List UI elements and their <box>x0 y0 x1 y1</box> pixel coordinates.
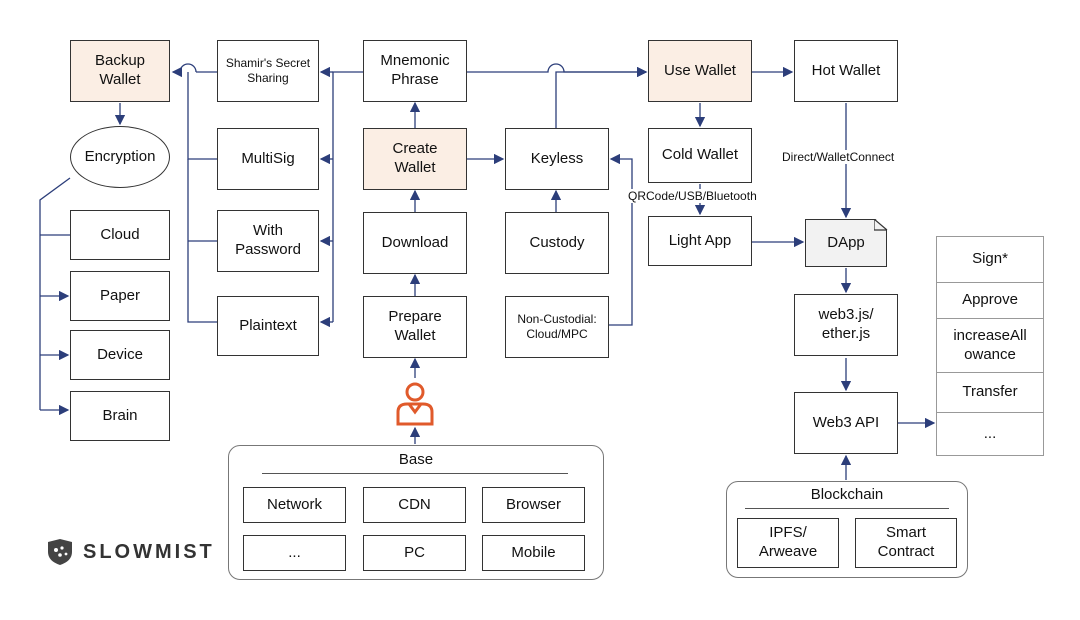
qrcode-edge-label: QRCode/USB/Bluetooth <box>628 189 757 203</box>
backup-wallet-node: Backup Wallet <box>70 40 170 102</box>
slowmist-logo: SLOWMIST <box>45 538 215 566</box>
base-divider <box>262 473 568 474</box>
direct-edge-label: Direct/WalletConnect <box>782 150 895 164</box>
plaintext-node: Plaintext <box>217 296 319 356</box>
mnemonic-node: Mnemonic Phrase <box>363 40 467 102</box>
blockchain-divider <box>745 508 949 509</box>
edge-mnemonic-use <box>467 63 648 78</box>
cloud-node: Cloud <box>70 210 170 260</box>
dapp-node: DApp <box>805 219 887 267</box>
shamir-node: Shamir's Secret Sharing <box>217 40 319 102</box>
base-item-network: Network <box>243 487 346 523</box>
method-transfer: Transfer <box>937 373 1043 413</box>
web3-api-node: Web3 API <box>794 392 898 454</box>
keyless-node: Keyless <box>505 128 609 190</box>
web3js-node: web3.js/ ether.js <box>794 294 898 356</box>
method-approve: Approve <box>937 283 1043 319</box>
device-node: Device <box>70 330 170 380</box>
slowmist-shield-icon <box>48 539 72 565</box>
create-wallet-node: Create Wallet <box>363 128 467 190</box>
with-password-node: With Password <box>217 210 319 272</box>
base-item-more: ... <box>243 535 346 571</box>
blockchain-title: Blockchain <box>810 486 884 503</box>
dapp-fold-icon <box>874 219 888 231</box>
edge-keyless-use <box>555 66 648 128</box>
method-increase-allowance: increaseAll owance <box>937 319 1043 373</box>
method-sign: Sign* <box>937 237 1043 283</box>
brain-node: Brain <box>70 391 170 441</box>
paper-node: Paper <box>70 271 170 321</box>
edge-noncustodial-keyless <box>609 153 633 326</box>
cold-wallet-node: Cold Wallet <box>648 128 752 183</box>
light-app-node: Light App <box>648 216 752 266</box>
user-icon <box>396 382 434 426</box>
multisig-node: MultiSig <box>217 128 319 190</box>
prepare-wallet-node: Prepare Wallet <box>363 296 467 358</box>
edge-plaintext-bus <box>187 159 217 323</box>
base-item-browser: Browser <box>482 487 585 523</box>
methods-stack: Sign* Approve increaseAll owance Transfe… <box>936 236 1044 456</box>
blockchain-item-ipfs: IPFS/ Arweave <box>737 518 839 568</box>
download-node: Download <box>363 212 467 274</box>
edge-shamir-hop <box>179 63 197 73</box>
edge-encryption-storage <box>39 177 71 410</box>
edge-methods-bus <box>187 72 217 160</box>
base-title: Base <box>398 451 434 468</box>
hot-wallet-node: Hot Wallet <box>794 40 898 102</box>
custody-node: Custody <box>505 212 609 274</box>
encryption-node: Encryption <box>70 126 170 188</box>
edge-mnemonic-bus <box>332 71 363 322</box>
blockchain-item-smart-contract: Smart Contract <box>855 518 957 568</box>
use-wallet-node: Use Wallet <box>648 40 752 102</box>
non-custodial-node: Non-Custodial: Cloud/MPC <box>505 296 609 358</box>
base-item-pc: PC <box>363 535 466 571</box>
base-item-mobile: Mobile <box>482 535 585 571</box>
method-more: ... <box>983 424 997 442</box>
slowmist-logo-text: SLOWMIST <box>83 540 215 563</box>
base-item-cdn: CDN <box>363 487 466 523</box>
